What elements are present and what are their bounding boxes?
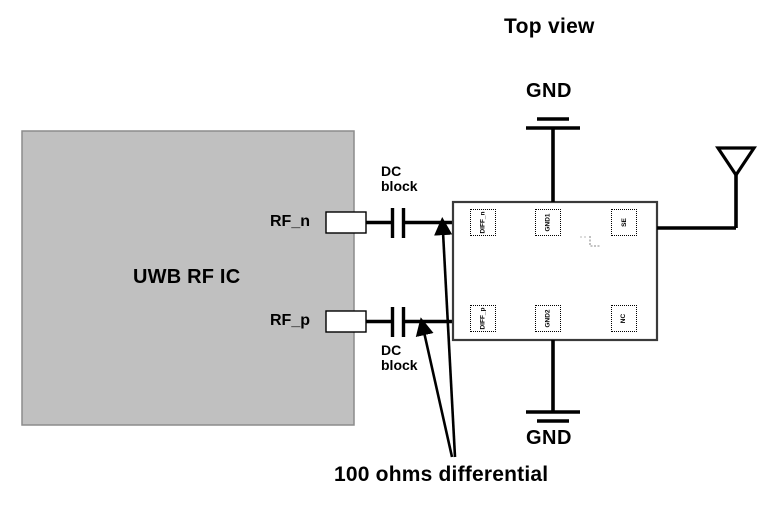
dc-block-bottom-label-line2: block — [381, 357, 418, 374]
rf-p-pin-label: RF_p — [270, 312, 310, 329]
package-pad-nc: NC — [611, 305, 637, 332]
rf-n-pin-pad — [325, 211, 367, 234]
package-pad-diff-p: DIFF_p — [470, 305, 496, 332]
package-pad-se-label: SE — [620, 218, 628, 227]
dc-block-top-label-line1: DC — [381, 163, 402, 179]
package-pad-diff-p-label: DIFF_p — [479, 307, 487, 330]
uwb-rf-ic-label: UWB RF IC — [133, 266, 241, 288]
package-pad-gnd1: GND1 — [535, 209, 561, 236]
impedance-arrow-to-rf-n — [434, 216, 457, 458]
package-pad-diff-n: DIFF_n — [470, 209, 496, 236]
dc-block-top-label-line2: block — [381, 178, 418, 195]
package-pad-gnd2-label: GND2 — [544, 309, 552, 328]
package-pad-nc-label: NC — [620, 313, 628, 324]
antenna-symbol — [715, 146, 757, 178]
dc-block-bottom-label: DC block — [381, 342, 418, 374]
package-pad-se: SE — [611, 209, 637, 236]
dc-block-top-label: DC block — [381, 163, 418, 195]
ground-top-label: GND — [526, 80, 572, 102]
dc-block-bottom-label-line1: DC — [381, 342, 402, 358]
impedance-arrow-to-rf-p — [415, 317, 454, 458]
page-title: Top view — [504, 15, 595, 38]
rf-p-pin-pad — [325, 310, 367, 333]
impedance-annotation-label: 100 ohms differential — [334, 463, 549, 486]
package-pad-diff-n-label: DIFF_n — [479, 211, 487, 234]
package-pad-gnd1-label: GND1 — [544, 213, 552, 232]
stray-corner-artifact — [580, 236, 600, 247]
package-pad-gnd2: GND2 — [535, 305, 561, 332]
uwb-rf-ic-block — [21, 130, 355, 426]
ground-bottom-label: GND — [526, 427, 572, 449]
rf-n-pin-label: RF_n — [270, 213, 310, 230]
